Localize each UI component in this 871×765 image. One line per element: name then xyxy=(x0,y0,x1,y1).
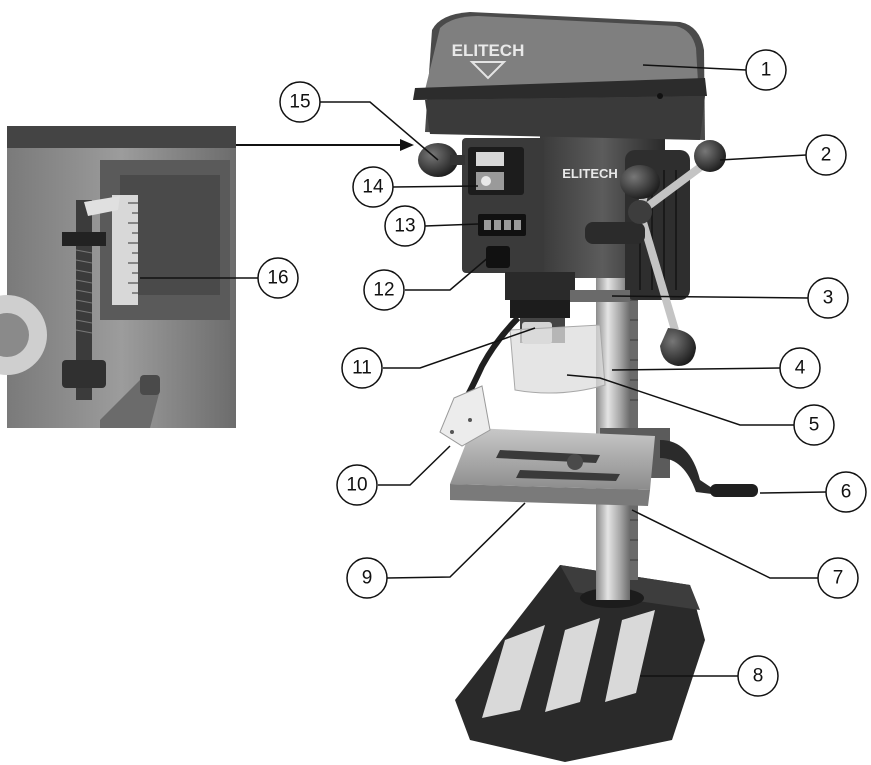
callout-10: 10 xyxy=(336,464,378,506)
column xyxy=(596,245,630,600)
callout-label: 3 xyxy=(823,288,834,309)
chuck-guard xyxy=(509,324,606,394)
base xyxy=(455,565,705,762)
callout-label: 6 xyxy=(841,482,852,503)
speed-button[interactable] xyxy=(486,246,510,268)
callout-label: 2 xyxy=(821,145,832,166)
callout-7: 7 xyxy=(817,557,859,599)
callout-6: 6 xyxy=(825,471,867,513)
depth-pointer xyxy=(84,196,120,216)
callout-12: 12 xyxy=(363,269,405,311)
on-switch[interactable] xyxy=(476,152,504,166)
callout-8: 8 xyxy=(737,655,779,697)
callout-label: 13 xyxy=(394,216,415,237)
callout-1: 1 xyxy=(745,49,787,91)
callout-3: 3 xyxy=(807,277,849,319)
depth-stop-rod xyxy=(76,200,92,400)
callout-label: 15 xyxy=(289,92,310,113)
callout-9: 9 xyxy=(346,557,388,599)
callout-label: 12 xyxy=(373,280,394,301)
depth-stop-bracket xyxy=(570,290,630,302)
callout-13: 13 xyxy=(384,205,426,247)
callout-16: 16 xyxy=(257,257,299,299)
callout-5: 5 xyxy=(793,404,835,446)
speed-display xyxy=(478,214,526,236)
callout-label: 1 xyxy=(761,60,772,81)
top-logo: ELITECH xyxy=(452,41,525,60)
callout-label: 14 xyxy=(362,177,384,198)
callout-label: 11 xyxy=(352,358,372,379)
work-table xyxy=(450,428,655,506)
feed-knob-front[interactable] xyxy=(620,165,660,199)
callout-2: 2 xyxy=(805,134,847,176)
feed-knob-lower[interactable] xyxy=(660,328,696,366)
callout-label: 5 xyxy=(809,415,820,436)
callout-label: 9 xyxy=(362,568,373,589)
depth-scale-plate xyxy=(112,195,138,305)
depth-scale-inset xyxy=(0,126,236,428)
callout-label: 8 xyxy=(753,666,764,687)
callout-14: 14 xyxy=(352,166,394,208)
callout-label: 7 xyxy=(833,568,844,589)
work-lamp xyxy=(439,315,521,447)
callout-label: 4 xyxy=(795,358,806,379)
leader-lines xyxy=(140,64,827,677)
inset-pointer-arrow xyxy=(236,139,414,151)
table-crank-handle xyxy=(660,440,712,494)
belt-cover: ELITECH xyxy=(413,12,707,140)
head-logo: ELITECH xyxy=(562,166,618,181)
callout-15: 15 xyxy=(279,81,321,123)
crank-grip xyxy=(710,484,758,497)
feed-knob-upper[interactable] xyxy=(694,140,726,172)
callout-4: 4 xyxy=(779,347,821,389)
callout-label: 16 xyxy=(267,268,288,289)
depth-lock-nut xyxy=(62,232,106,246)
callout-11: 11 xyxy=(341,347,383,389)
callout-label: 10 xyxy=(346,475,367,496)
